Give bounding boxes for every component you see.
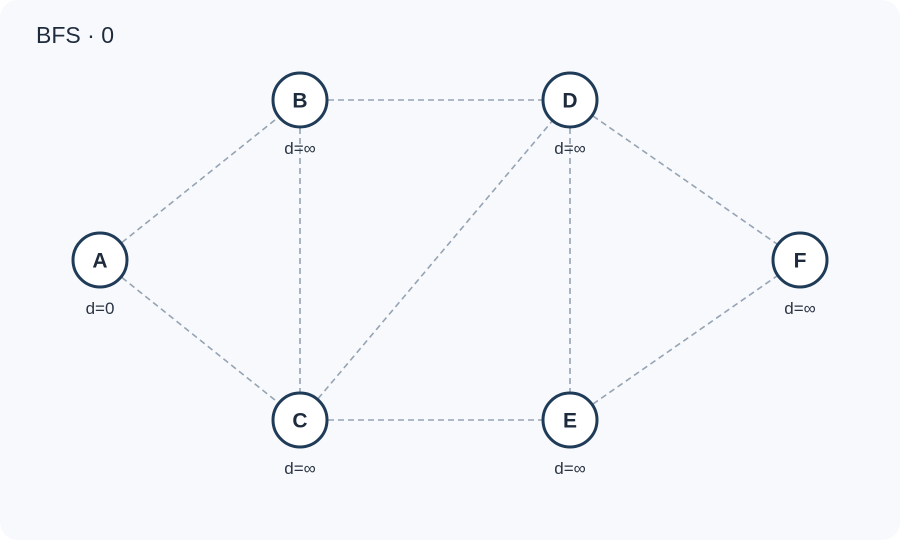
node-circle[interactable] (271, 71, 329, 129)
node-circle[interactable] (541, 391, 599, 449)
node-circle[interactable] (771, 231, 829, 289)
distance-label: d=∞ (554, 459, 586, 478)
node-f[interactable]: Fd=∞ (771, 231, 829, 318)
node-label: E (563, 410, 577, 433)
node-label: D (562, 90, 577, 113)
node-e[interactable]: Ed=∞ (541, 391, 599, 478)
edge-a-c (121, 276, 279, 404)
node-layer: Ad=0Bd=∞Cd=∞Dd=∞Ed=∞Fd=∞ (71, 71, 829, 478)
node-circle[interactable] (271, 391, 329, 449)
node-label: B (292, 90, 307, 113)
edge-e-f (592, 275, 778, 405)
distance-label: d=0 (86, 299, 115, 318)
distance-label: d=∞ (554, 139, 586, 158)
node-circle[interactable] (71, 231, 129, 289)
algorithm-name: BFS (36, 22, 81, 48)
edge-layer (121, 99, 778, 421)
edge-d-f (592, 115, 778, 245)
distance-label: d=∞ (284, 459, 316, 478)
edge-c-d (317, 120, 553, 400)
node-label: A (92, 250, 107, 273)
diagram-title: BFS · 0 (36, 22, 114, 48)
node-a[interactable]: Ad=0 (71, 231, 129, 318)
distance-label: d=∞ (784, 299, 816, 318)
title-separator: · (87, 22, 95, 48)
node-label: C (292, 410, 307, 433)
node-circle[interactable] (541, 71, 599, 129)
step-counter: 0 (101, 22, 114, 48)
node-c[interactable]: Cd=∞ (271, 391, 329, 478)
distance-label: d=∞ (284, 139, 316, 158)
node-label: F (794, 250, 807, 273)
edge-a-b (121, 116, 279, 244)
node-d[interactable]: Dd=∞ (541, 71, 599, 158)
node-b[interactable]: Bd=∞ (271, 71, 329, 158)
